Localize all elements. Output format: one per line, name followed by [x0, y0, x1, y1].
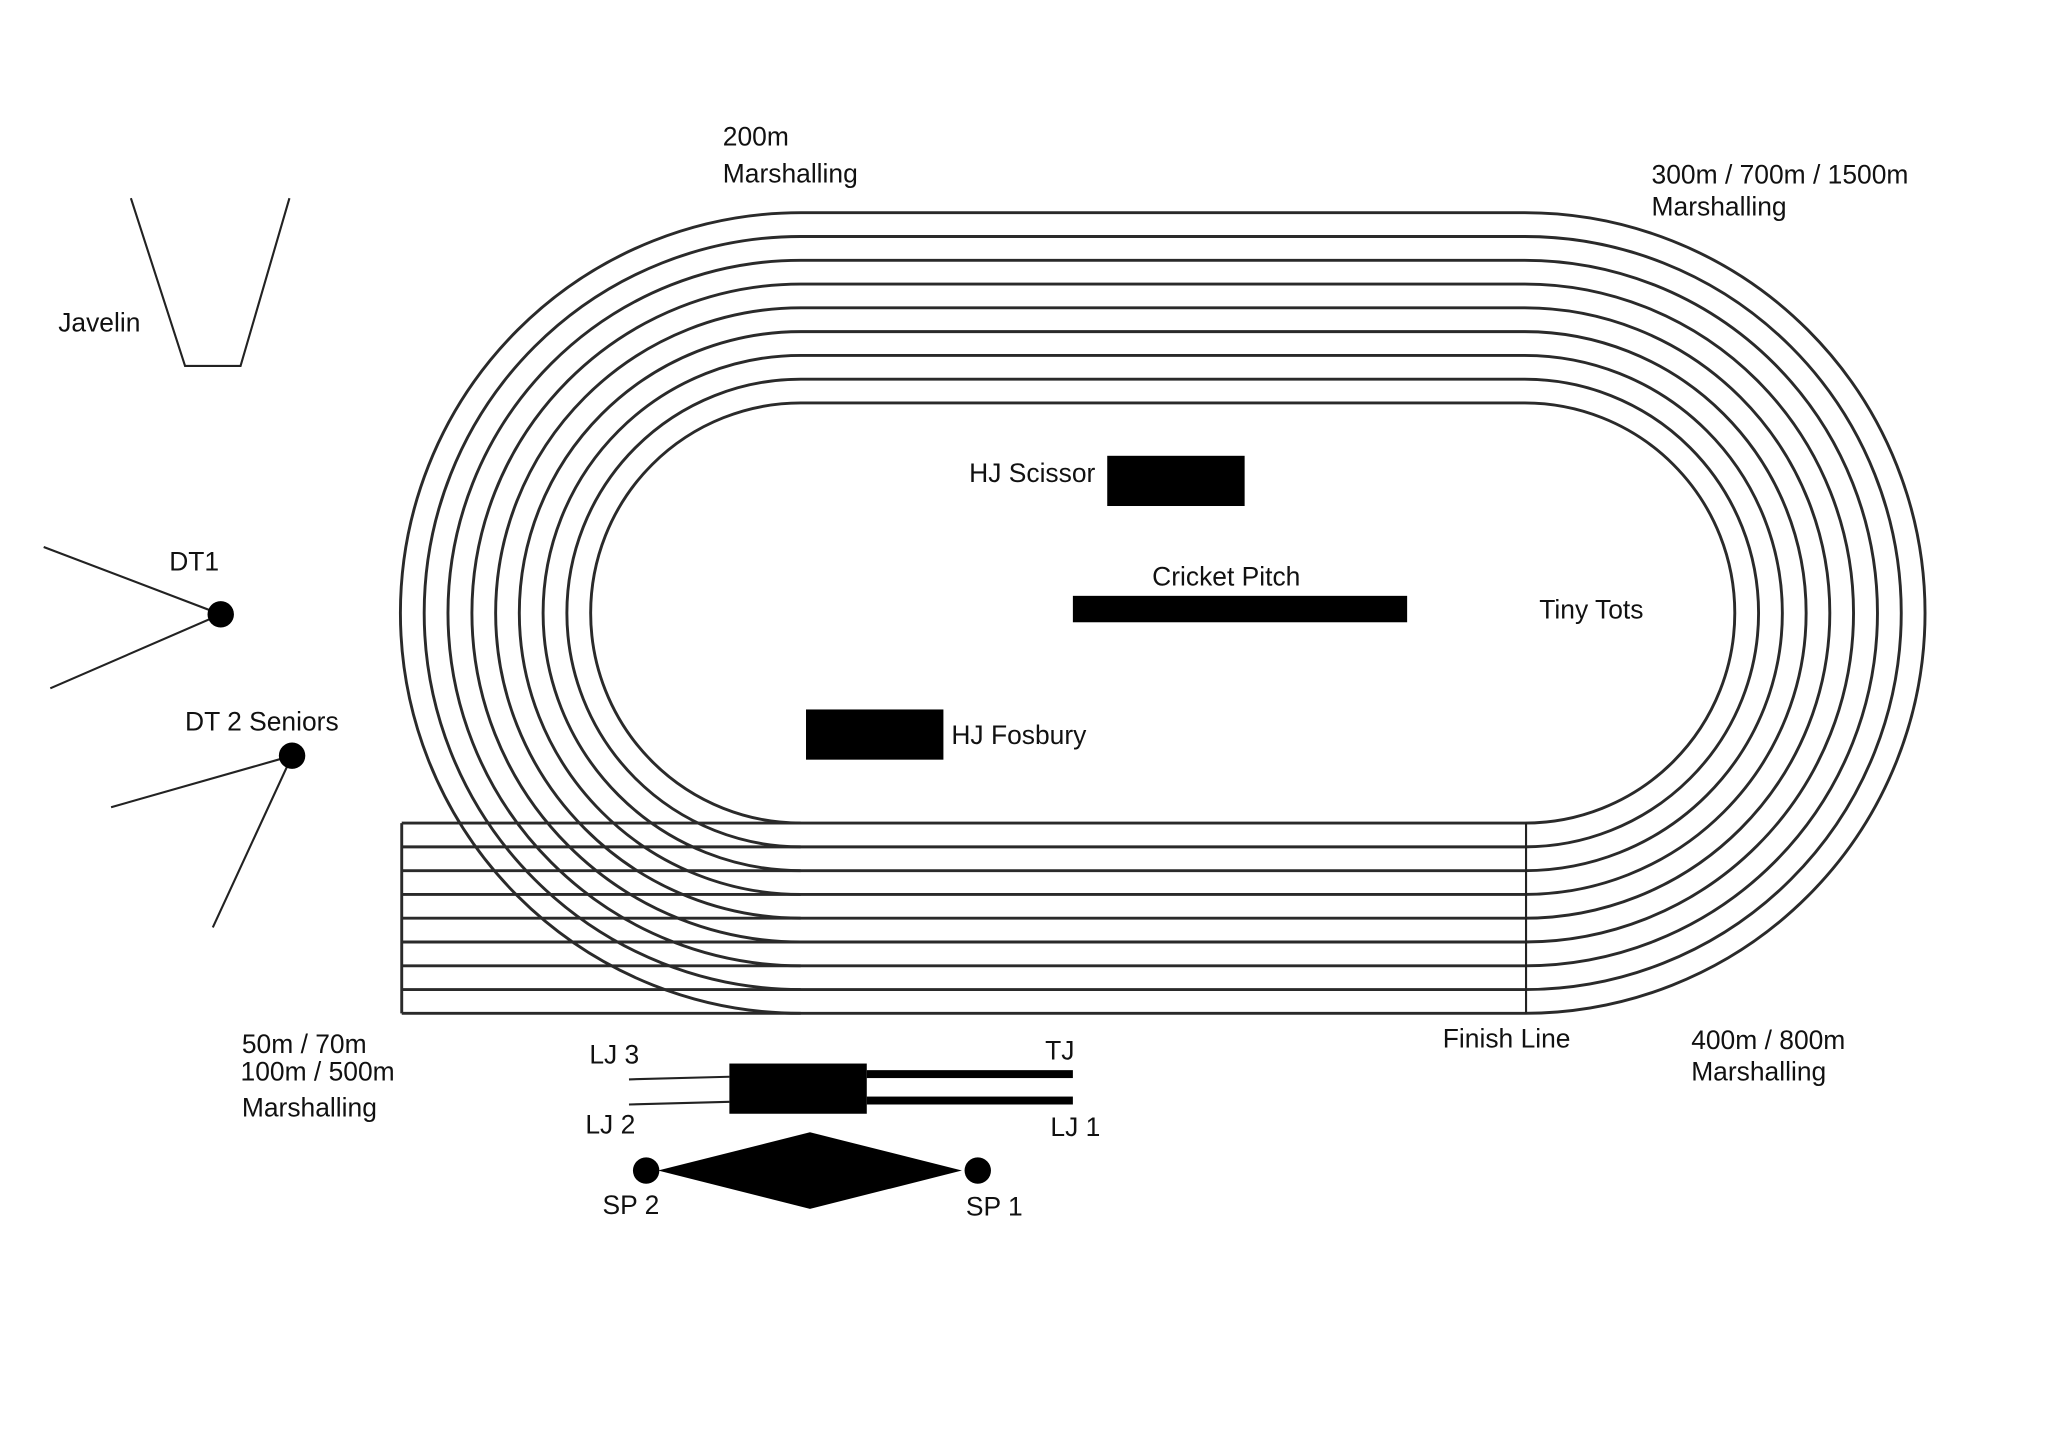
hj-fosbury-label: HJ Fosbury: [951, 720, 1087, 750]
lj2-label: LJ 2: [585, 1110, 635, 1140]
tj-runway: [866, 1070, 1073, 1079]
tj-label: TJ: [1045, 1036, 1074, 1066]
sp2-circle: [632, 1157, 660, 1184]
lj2-runway: [628, 1100, 730, 1106]
javelin-sector: [129, 197, 291, 368]
dt2-sector: [110, 754, 294, 928]
lj1-runway: [866, 1096, 1073, 1105]
lane-line: [422, 235, 1903, 992]
lane-line: [565, 377, 1761, 849]
marshalling-sprint-line3: Marshalling: [242, 1092, 377, 1122]
marshalling-300-line2: Marshalling: [1652, 191, 1787, 221]
lane-line: [446, 258, 1879, 968]
shot-put-sector: [658, 1132, 962, 1209]
lj3-label: LJ 3: [589, 1040, 639, 1070]
lane-line: [398, 211, 1927, 1015]
dt2-label: DT 2 Seniors: [185, 707, 339, 737]
marshalling-sprint-line1: 50m / 70m: [242, 1029, 367, 1059]
finish-line-label: Finish Line: [1443, 1024, 1571, 1054]
sp2-label: SP 2: [603, 1190, 660, 1220]
sp1-circle: [964, 1157, 991, 1184]
hj-scissor-label: HJ Scissor: [969, 458, 1095, 488]
lane-line: [470, 282, 1856, 944]
cricket-pitch: [1072, 595, 1408, 623]
long-jump-pit: [729, 1063, 867, 1114]
cricket-pitch-label: Cricket Pitch: [1152, 561, 1300, 591]
dt1-circle: [207, 601, 234, 628]
running-track: [398, 211, 1927, 1015]
dt2-circle: [278, 742, 306, 769]
hj-scissor-area: [1107, 455, 1245, 507]
marshalling-300-line1: 300m / 700m / 1500m: [1652, 160, 1909, 190]
marshalling-200-line1: 200m: [723, 121, 789, 151]
lane-line: [589, 401, 1737, 825]
dt1-label: DT1: [169, 547, 219, 577]
marshalling-400-line1: 400m / 800m: [1691, 1025, 1845, 1055]
tiny-tots-label: Tiny Tots: [1539, 594, 1643, 624]
marshalling-400-line2: Marshalling: [1691, 1057, 1826, 1087]
marshalling-sprint-line2: 100m / 500m: [241, 1057, 395, 1087]
lane-line: [541, 353, 1784, 873]
lj3-runway: [628, 1075, 730, 1081]
lj1-label: LJ 1: [1050, 1112, 1100, 1142]
lane-line: [517, 330, 1808, 896]
hj-fosbury-area: [806, 709, 944, 760]
sprint-straight: [400, 821, 801, 1015]
marshalling-200-line2: Marshalling: [723, 158, 858, 188]
javelin-label: Javelin: [58, 308, 140, 338]
sp1-label: SP 1: [966, 1191, 1023, 1221]
lane-line: [494, 306, 1832, 920]
